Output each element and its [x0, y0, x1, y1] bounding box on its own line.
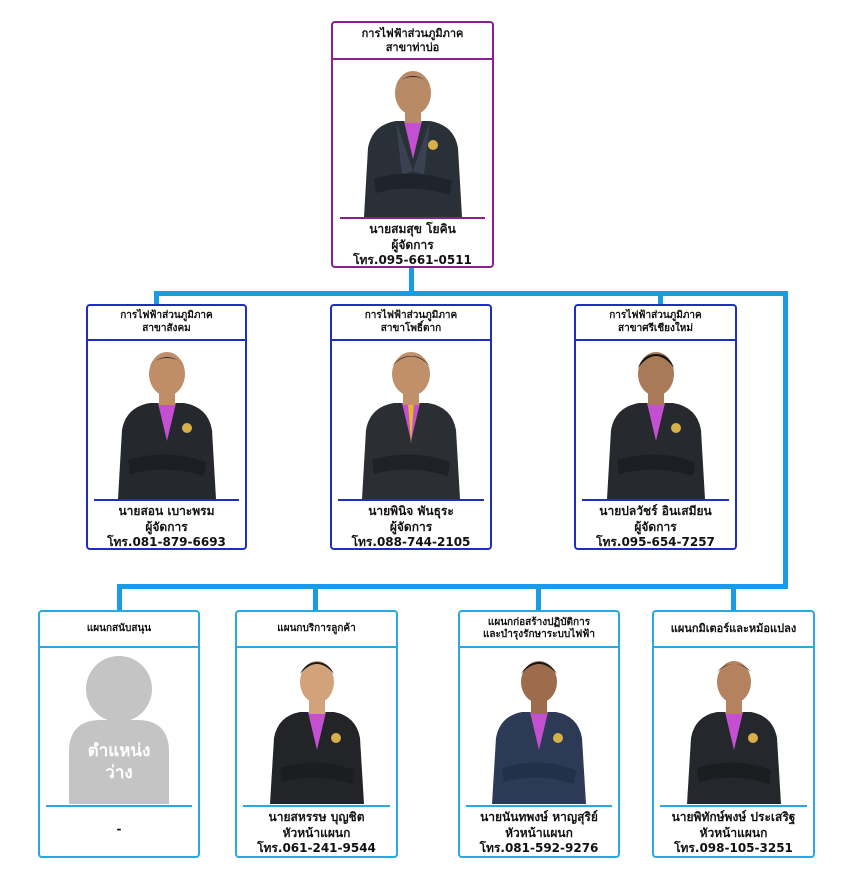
top-manager-divider [340, 217, 485, 219]
department-head-name: นายพิทักษ์พงษ์ ประเสริฐ [671, 810, 796, 824]
department-head-name: นายนันทพงษ์ หาญสุริย์ [480, 810, 598, 824]
manager-phone: โทร.081-879-6693 [107, 535, 226, 550]
department-card-customer-service: แผนกบริการลูกค้า นายสหรรษ บุญชิต หัวหน้า… [235, 610, 398, 858]
manager-phone: โทร.095-654-7257 [596, 535, 715, 550]
manager-name: นายพินิจ พันธุระ [368, 504, 454, 518]
branch-divider [338, 499, 484, 501]
top-manager-photo [333, 63, 492, 217]
department-head-name: - [116, 822, 122, 836]
top-manager-info: นายสมสุข โยคิน ผู้จัดการ โทร.095-661-051… [333, 222, 492, 268]
manager-phone: โทร.095-661-0511 [353, 253, 472, 268]
department-header: แผนกบริการลูกค้า [237, 612, 396, 648]
department-divider [660, 805, 807, 807]
top-manager-header: การไฟฟ้าส่วนภูมิภาค สาขาท่าบ่อ [333, 23, 492, 60]
branch-card-sangkhom: การไฟฟ้าส่วนภูมิภาค สาขาสังคม นายสอน เบา… [86, 304, 247, 550]
branch-card-photak: การไฟฟ้าส่วนภูมิภาค สาขาโพธิ์ตาก นายพินิ… [330, 304, 492, 550]
branch-manager-info: นายปลวัชร์ อินเสมียน ผู้จัดการ โทร.095-6… [576, 504, 735, 550]
branch-divider [94, 499, 239, 501]
manager-name: นายปลวัชร์ อินเสมียน [599, 504, 712, 518]
branch-header: การไฟฟ้าส่วนภูมิภาค สาขาโพธิ์ตาก [332, 306, 490, 341]
manager-phone: โทร.088-744-2105 [351, 535, 471, 550]
avatar-placeholder-icon [69, 656, 169, 804]
connector-dept3-drop [536, 584, 541, 610]
branch-manager-info: นายพินิจ พันธุระ ผู้จัดการ โทร.088-744-2… [332, 504, 490, 550]
manager-position: ผู้จัดการ [391, 237, 434, 252]
manager-position: ผู้จัดการ [634, 519, 677, 534]
department-head-photo [460, 652, 618, 804]
department-head-position: หัวหน้าแผนก [282, 825, 351, 840]
org-name: การไฟฟ้าส่วนภูมิภาค [120, 310, 213, 321]
connector-top-vertical [409, 268, 414, 295]
branch-header: การไฟฟ้าส่วนภูมิภาค สาขาสังคม [88, 306, 245, 341]
manager-name: นายสมสุข โยคิน [369, 222, 456, 236]
department-title-line1: แผนกก่อสร้างปฏิบัติการ [487, 616, 591, 628]
department-title-line2: และบำรุงรักษาระบบไฟฟ้า [482, 629, 596, 640]
department-header: แผนกสนับสนุน [40, 612, 198, 648]
branch-header: การไฟฟ้าส่วนภูมิภาค สาขาศรีเชียงใหม่ [576, 306, 735, 341]
department-head-info: นายพิทักษ์พงษ์ ประเสริฐ หัวหน้าแผนก โทร.… [654, 810, 813, 856]
branch-manager-photo [332, 344, 490, 499]
manager-position: ผู้จัดการ [145, 519, 188, 534]
department-divider [46, 805, 192, 807]
connector-branch3-drop [658, 291, 663, 304]
top-manager-card: การไฟฟ้าส่วนภูมิภาค สาขาท่าบ่อ นายสมสุข … [331, 21, 494, 268]
connector-dept4-drop [731, 584, 736, 610]
branch-name: สาขาสังคม [142, 322, 191, 334]
department-header: แผนกมิเตอร์และหม้อแปลง [654, 612, 813, 648]
branch-name: สาขาท่าบ่อ [385, 40, 440, 54]
vacant-label: ตำแหน่ง ว่าง [40, 740, 198, 784]
department-head-name: นายสหรรษ บุญชิต [268, 810, 365, 824]
branch-name: สาขาศรีเชียงใหม่ [618, 322, 693, 334]
connector-department-horizontal [117, 584, 788, 589]
department-title: แผนกมิเตอร์และหม้อแปลง [670, 622, 797, 636]
branch-manager-photo [88, 344, 245, 499]
branch-name: สาขาโพธิ์ตาก [380, 322, 442, 334]
manager-name: นายสอน เบาะพรม [118, 504, 215, 518]
branch-manager-info: นายสอน เบาะพรม ผู้จัดการ โทร.081-879-669… [88, 504, 245, 550]
org-name: การไฟฟ้าส่วนภูมิภาค [609, 310, 702, 321]
vacant-placeholder: ตำแหน่ง ว่าง [40, 652, 198, 804]
org-name: การไฟฟ้าส่วนภูมิภาค [364, 310, 458, 321]
department-head-photo [237, 652, 396, 804]
department-head-phone: โทร.081-592-9276 [479, 841, 599, 856]
department-title: แผนกสนับสนุน [86, 622, 152, 634]
manager-position: ผู้จัดการ [389, 519, 433, 534]
org-name: การไฟฟ้าส่วนภูมิภาค [361, 26, 464, 40]
branch-divider [582, 499, 729, 501]
branch-card-sichiangmai: การไฟฟ้าส่วนภูมิภาค สาขาศรีเชียงใหม่ นาย… [574, 304, 737, 550]
connector-branch1-drop [154, 291, 159, 304]
department-head-info: - [40, 822, 198, 838]
department-divider [466, 805, 612, 807]
department-title: แผนกบริการลูกค้า [277, 622, 356, 634]
vacant-label-line1: ตำแหน่ง [87, 741, 151, 761]
department-head-phone: โทร.098-105-3251 [674, 841, 793, 856]
department-head-photo [654, 652, 813, 804]
department-header: แผนกก่อสร้างปฏิบัติการ และบำรุงรักษาระบบ… [460, 612, 618, 648]
vacant-label-line2: ว่าง [105, 763, 133, 784]
connector-dept2-drop [313, 584, 318, 610]
department-head-info: นายนันทพงษ์ หาญสุริย์ หัวหน้าแผนก โทร.08… [460, 810, 618, 856]
connector-dept1-drop [117, 584, 122, 610]
department-divider [243, 805, 390, 807]
department-head-position: หัวหน้าแผนก [699, 825, 768, 840]
department-card-meter-transformer: แผนกมิเตอร์และหม้อแปลง นายพิทักษ์พงษ์ ปร… [652, 610, 815, 858]
department-head-phone: โทร.061-241-9544 [257, 841, 376, 856]
department-head-info: นายสหรรษ บุญชิต หัวหน้าแผนก โทร.061-241-… [237, 810, 396, 856]
department-card-construction: แผนกก่อสร้างปฏิบัติการ และบำรุงรักษาระบบ… [458, 610, 620, 858]
department-head-position: หัวหน้าแผนก [505, 825, 573, 840]
branch-manager-photo [576, 344, 735, 499]
connector-right-vertical [783, 291, 788, 589]
connector-branch-horizontal [154, 291, 788, 296]
department-card-support: แผนกสนับสนุน ตำแหน่ง ว่าง - [38, 610, 200, 858]
